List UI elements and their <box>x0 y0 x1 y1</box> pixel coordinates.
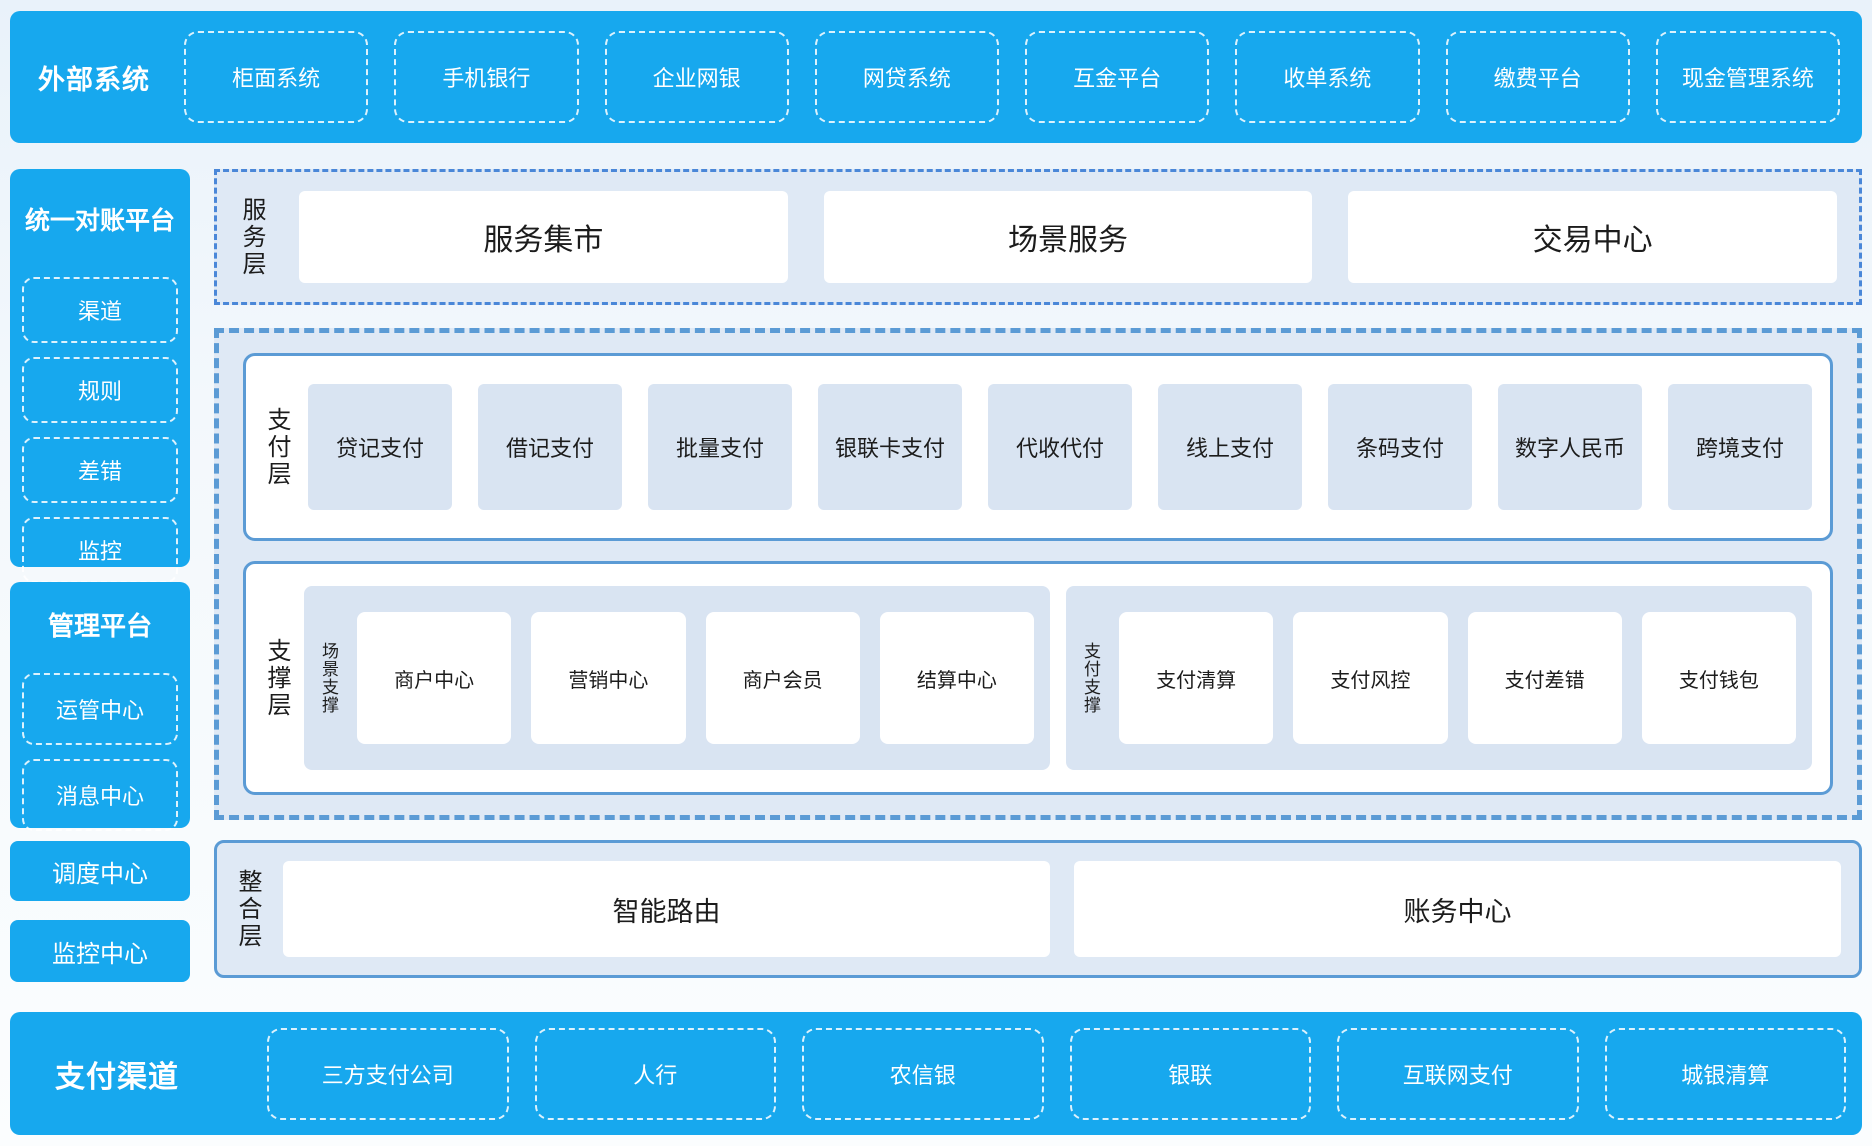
scene-support-group: 场景支撑 商户中心 营销中心 商户会员 结算中心 <box>304 586 1050 770</box>
payment-item: 条码支付 <box>1328 384 1472 510</box>
external-system-box: 互金平台 <box>1025 31 1210 123</box>
payment-channel-box: 银联 <box>1069 1027 1311 1120</box>
external-system-box: 企业网银 <box>604 31 789 123</box>
reconciliation-platform-title: 统一对账平台 <box>24 207 175 235</box>
payment-item: 数字人民币 <box>1498 384 1642 510</box>
scene-support-item: 结算中心 <box>879 612 1034 744</box>
payment-channel-box: 三方支付公司 <box>267 1027 509 1120</box>
integration-box: 账务中心 <box>1074 861 1841 957</box>
external-systems-title: 外部系统 <box>38 64 150 95</box>
left-sidebar: 统一对账平台 渠道 规则 差错 监控 管理平台 运管中心 消息中心 调度中心 监… <box>10 169 190 982</box>
payment-layer-items: 贷记支付 借记支付 批量支付 银联卡支付 代收代付 线上支付 条码支付 数字人民… <box>308 384 1812 510</box>
reconciliation-item: 规则 <box>22 357 178 423</box>
payment-channel-box: 互联网支付 <box>1337 1027 1579 1120</box>
scene-support-item: 商户会员 <box>705 612 860 744</box>
management-item: 运管中心 <box>22 673 178 745</box>
dispatch-center-block: 调度中心 <box>10 841 190 901</box>
reconciliation-item: 监控 <box>22 517 178 583</box>
payment-channel-box: 人行 <box>534 1027 776 1120</box>
payment-layer: 支付层 贷记支付 借记支付 批量支付 银联卡支付 代收代付 线上支付 条码支付 … <box>243 353 1833 541</box>
payment-support-item: 支付风控 <box>1293 612 1448 744</box>
reconciliation-item: 差错 <box>22 437 178 503</box>
payment-item: 线上支付 <box>1158 384 1302 510</box>
payment-item: 代收代付 <box>988 384 1132 510</box>
external-system-box: 柜面系统 <box>184 31 369 123</box>
middle-row: 统一对账平台 渠道 规则 差错 监控 管理平台 运管中心 消息中心 调度中心 监… <box>10 169 1862 982</box>
main-column: 服务层 服务集市 场景服务 交易中心 支付层 贷记支付 借记支付 批量支付 银联… <box>214 169 1862 982</box>
payment-item: 批量支付 <box>648 384 792 510</box>
payment-channels-items: 三方支付公司 人行 农信银 银联 互联网支付 城银清算 <box>267 1027 1846 1120</box>
reconciliation-platform-block: 统一对账平台 渠道 规则 差错 监控 <box>10 169 190 583</box>
integration-layer-label: 整合层 <box>234 868 261 950</box>
external-system-box: 手机银行 <box>394 31 579 123</box>
payment-support-group: 支付支撑 支付清算 支付风控 支付差错 支付钱包 <box>1066 586 1812 770</box>
external-system-box: 收单系统 <box>1235 31 1420 123</box>
payment-channel-box: 城银清算 <box>1604 1027 1846 1120</box>
monitor-center-block: 监控中心 <box>10 920 190 982</box>
external-systems-bar: 外部系统 柜面系统 手机银行 企业网银 网贷系统 互金平台 收单系统 缴费平台 … <box>10 11 1862 143</box>
payment-channel-box: 农信银 <box>802 1027 1044 1120</box>
service-layer-box: 场景服务 <box>823 191 1313 283</box>
external-system-box: 网贷系统 <box>814 31 999 123</box>
support-layer-label: 支撑层 <box>263 637 290 719</box>
service-layer-box: 交易中心 <box>1348 191 1838 283</box>
integration-layer: 整合层 智能路由 账务中心 <box>214 840 1862 978</box>
service-layer-label: 服务层 <box>238 196 265 278</box>
payment-support-item: 支付差错 <box>1467 612 1622 744</box>
payment-item: 银联卡支付 <box>818 384 962 510</box>
scene-support-label: 场景支撑 <box>319 642 338 714</box>
payment-channels-bar: 支付渠道 三方支付公司 人行 农信银 银联 互联网支付 城银清算 <box>10 1012 1862 1135</box>
core-layers-wrapper: 支付层 贷记支付 借记支付 批量支付 银联卡支付 代收代付 线上支付 条码支付 … <box>214 328 1862 820</box>
payment-support-item: 支付钱包 <box>1641 612 1796 744</box>
management-platform-block: 管理平台 运管中心 消息中心 <box>10 582 190 831</box>
payment-item: 借记支付 <box>478 384 622 510</box>
external-systems-items: 柜面系统 手机银行 企业网银 网贷系统 互金平台 收单系统 缴费平台 现金管理系… <box>184 31 1840 123</box>
scene-support-item: 商户中心 <box>357 612 512 744</box>
integration-box: 智能路由 <box>283 861 1050 957</box>
payment-item: 贷记支付 <box>308 384 452 510</box>
external-system-box: 缴费平台 <box>1445 31 1630 123</box>
management-item: 消息中心 <box>22 759 178 831</box>
service-layer-box: 服务集市 <box>299 191 788 283</box>
payment-item: 跨境支付 <box>1668 384 1812 510</box>
management-platform-title: 管理平台 <box>47 611 152 641</box>
scene-support-item: 营销中心 <box>531 612 686 744</box>
support-layer: 支撑层 场景支撑 商户中心 营销中心 商户会员 结算中心 支付支撑 支付清算 支… <box>243 561 1833 795</box>
payment-support-label: 支付支撑 <box>1081 642 1100 714</box>
service-layer: 服务层 服务集市 场景服务 交易中心 <box>214 169 1862 305</box>
payment-channels-title: 支付渠道 <box>55 1060 179 1094</box>
external-system-box: 现金管理系统 <box>1655 31 1840 123</box>
payment-layer-label: 支付层 <box>263 406 290 488</box>
payment-support-item: 支付清算 <box>1119 612 1274 744</box>
reconciliation-item: 渠道 <box>22 277 178 343</box>
